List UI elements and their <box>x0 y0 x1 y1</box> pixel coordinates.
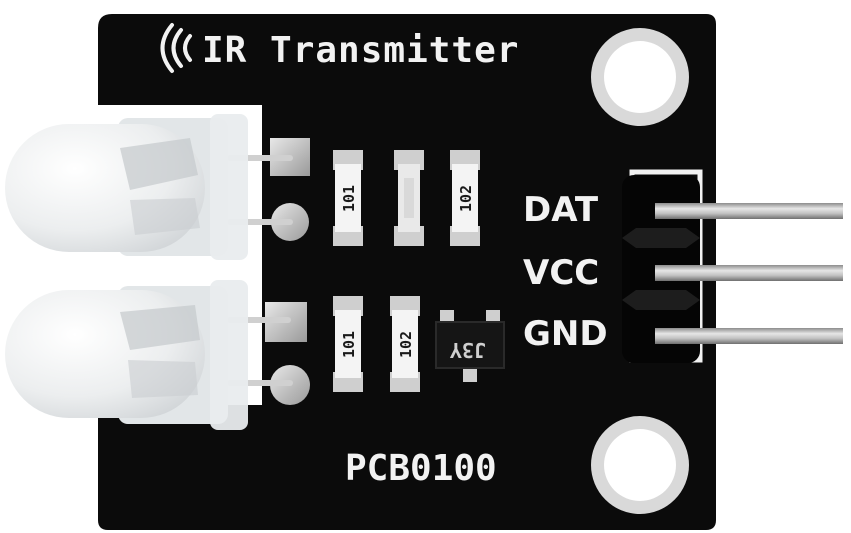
led-solder-pads <box>265 138 310 405</box>
resistor-r2-code: 102 <box>457 185 475 212</box>
pin-label-gnd: GND <box>523 314 608 354</box>
header-pin-gnd <box>655 328 843 344</box>
board-title: IR Transmitter <box>202 30 519 71</box>
resistor-r3: 101 <box>333 296 363 392</box>
resistor-r3-code: 101 <box>340 331 358 358</box>
ir-led-top <box>5 114 248 260</box>
pcb-board <box>98 14 716 530</box>
resistor-r2: 102 <box>450 150 480 246</box>
resistor-r1-code: 101 <box>340 185 358 212</box>
pin-label-vcc: VCC <box>523 253 599 293</box>
part-number: PCB0100 <box>345 448 497 489</box>
pin-label-dat: DAT <box>523 190 599 230</box>
resistor-r4: 102 <box>390 296 420 392</box>
transistor-code: J3Y <box>450 338 486 362</box>
ir-led-bottom <box>5 280 248 430</box>
transistor: J3Y <box>435 310 505 382</box>
indicator-led <box>394 150 424 246</box>
header-pin-dat <box>655 203 843 219</box>
header-pin-vcc <box>655 265 843 281</box>
mounting-hole-top <box>591 28 689 126</box>
wireless-signal-icon <box>160 23 192 73</box>
resistor-r1: 101 <box>333 150 363 246</box>
mounting-hole-bottom <box>591 416 689 514</box>
resistor-r4-code: 102 <box>397 331 415 358</box>
